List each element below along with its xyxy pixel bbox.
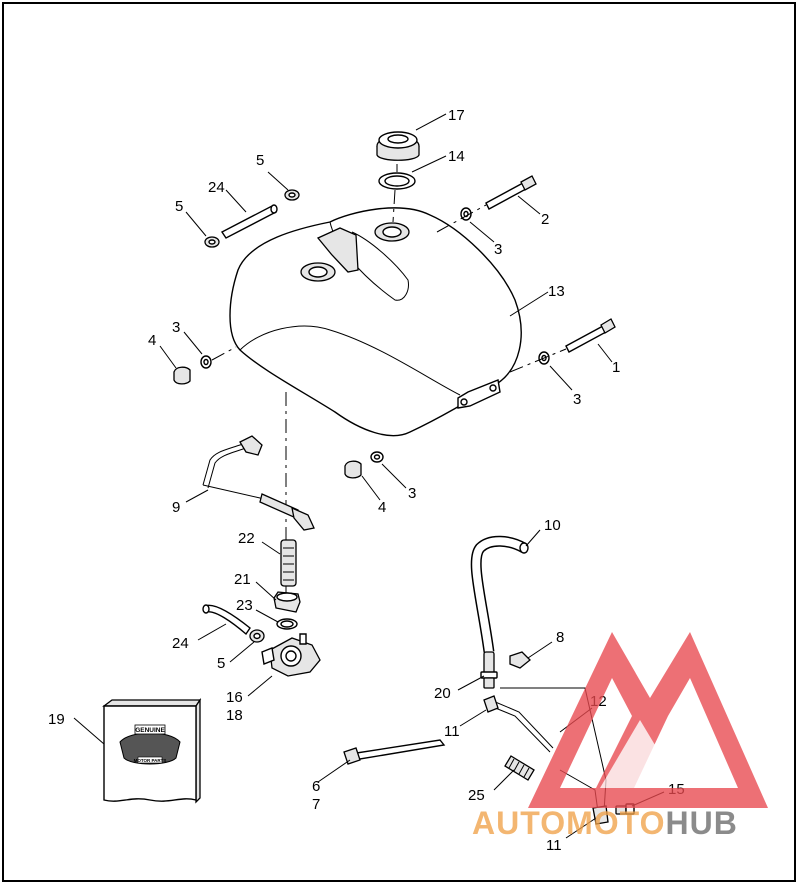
callout-labels: 17 14 5 24 5 2 3 13 3 4 1 3 3 4 9 10 22 …	[48, 107, 685, 854]
callout-17: 17	[448, 107, 465, 124]
callout-25: 25	[468, 787, 485, 804]
fitting	[480, 651, 498, 689]
callout-24: 24	[208, 179, 225, 196]
fuel-tank	[229, 207, 522, 437]
callout-6: 6	[312, 778, 320, 795]
leader-lines	[73, 113, 665, 839]
watermark-triangle-logo	[528, 632, 768, 808]
callout-8: 8	[556, 629, 564, 646]
callout-13: 13	[548, 283, 565, 300]
kit-badge-top: GENUINE	[135, 727, 165, 734]
callout-16: 16	[226, 689, 243, 706]
o-ring	[276, 618, 298, 630]
centerline	[392, 189, 396, 223]
callout-7: 7	[312, 796, 320, 813]
callout-11: 11	[444, 723, 460, 740]
callout-23: 23	[236, 597, 253, 614]
fuel-hose	[202, 604, 251, 636]
watermark-part-hub: HUB	[665, 805, 737, 841]
bolt-1	[565, 318, 616, 353]
callout-14: 14	[448, 148, 465, 165]
callout-4: 4	[378, 499, 386, 516]
callout-3: 3	[494, 241, 502, 258]
fuel-tube	[483, 695, 554, 753]
callout-11: 11	[546, 837, 562, 854]
callout-18: 18	[226, 707, 243, 724]
callout-24: 24	[172, 635, 189, 652]
fuel-valve	[261, 633, 321, 677]
acorn-nut	[344, 460, 362, 479]
callout-5: 5	[217, 655, 225, 672]
watermark-brand: AUTOMOTOHUB	[472, 805, 738, 841]
cable-strap	[343, 739, 446, 765]
callout-3: 3	[408, 485, 416, 502]
callout-5: 5	[256, 152, 264, 169]
centerline	[436, 204, 487, 233]
hose-clip	[509, 651, 531, 669]
callout-1: 1	[612, 359, 620, 376]
filler-cap	[376, 131, 420, 161]
acorn-nut	[173, 366, 191, 385]
fuel-line	[202, 435, 315, 531]
washer	[538, 351, 550, 365]
centerline	[509, 348, 567, 373]
fuel-strainer	[280, 539, 297, 587]
vent-hose	[220, 204, 278, 239]
watermark: AUTOMOTOHUB	[472, 632, 768, 841]
strainer-nut	[273, 591, 301, 613]
callout-2: 2	[541, 211, 549, 228]
cap-gasket	[378, 172, 416, 190]
callout-3: 3	[573, 391, 581, 408]
hose-clamp	[204, 236, 220, 248]
hose-clamp	[284, 189, 300, 201]
watermark-part-auto: AUTO	[472, 805, 566, 841]
callout-20: 20	[434, 685, 451, 702]
kit-badge-bottom: MOTOR PARTS	[134, 758, 167, 763]
callout-19: 19	[48, 711, 65, 728]
callout-22: 22	[238, 530, 255, 547]
callout-5: 5	[175, 198, 183, 215]
centerline	[211, 346, 237, 361]
callout-21: 21	[234, 571, 251, 588]
kit-box: GENUINE MOTOR PARTS	[102, 697, 202, 804]
watermark-part-moto: MOTO	[566, 805, 665, 841]
washer	[200, 355, 212, 369]
callout-10: 10	[544, 517, 561, 534]
spring-guard	[504, 755, 535, 781]
callout-9: 9	[172, 499, 180, 516]
crossover-hose	[470, 535, 529, 653]
callout-4: 4	[148, 332, 156, 349]
bolt-2	[485, 175, 537, 210]
washer	[370, 451, 384, 463]
hose-clamp	[249, 629, 265, 643]
callout-3: 3	[172, 319, 180, 336]
